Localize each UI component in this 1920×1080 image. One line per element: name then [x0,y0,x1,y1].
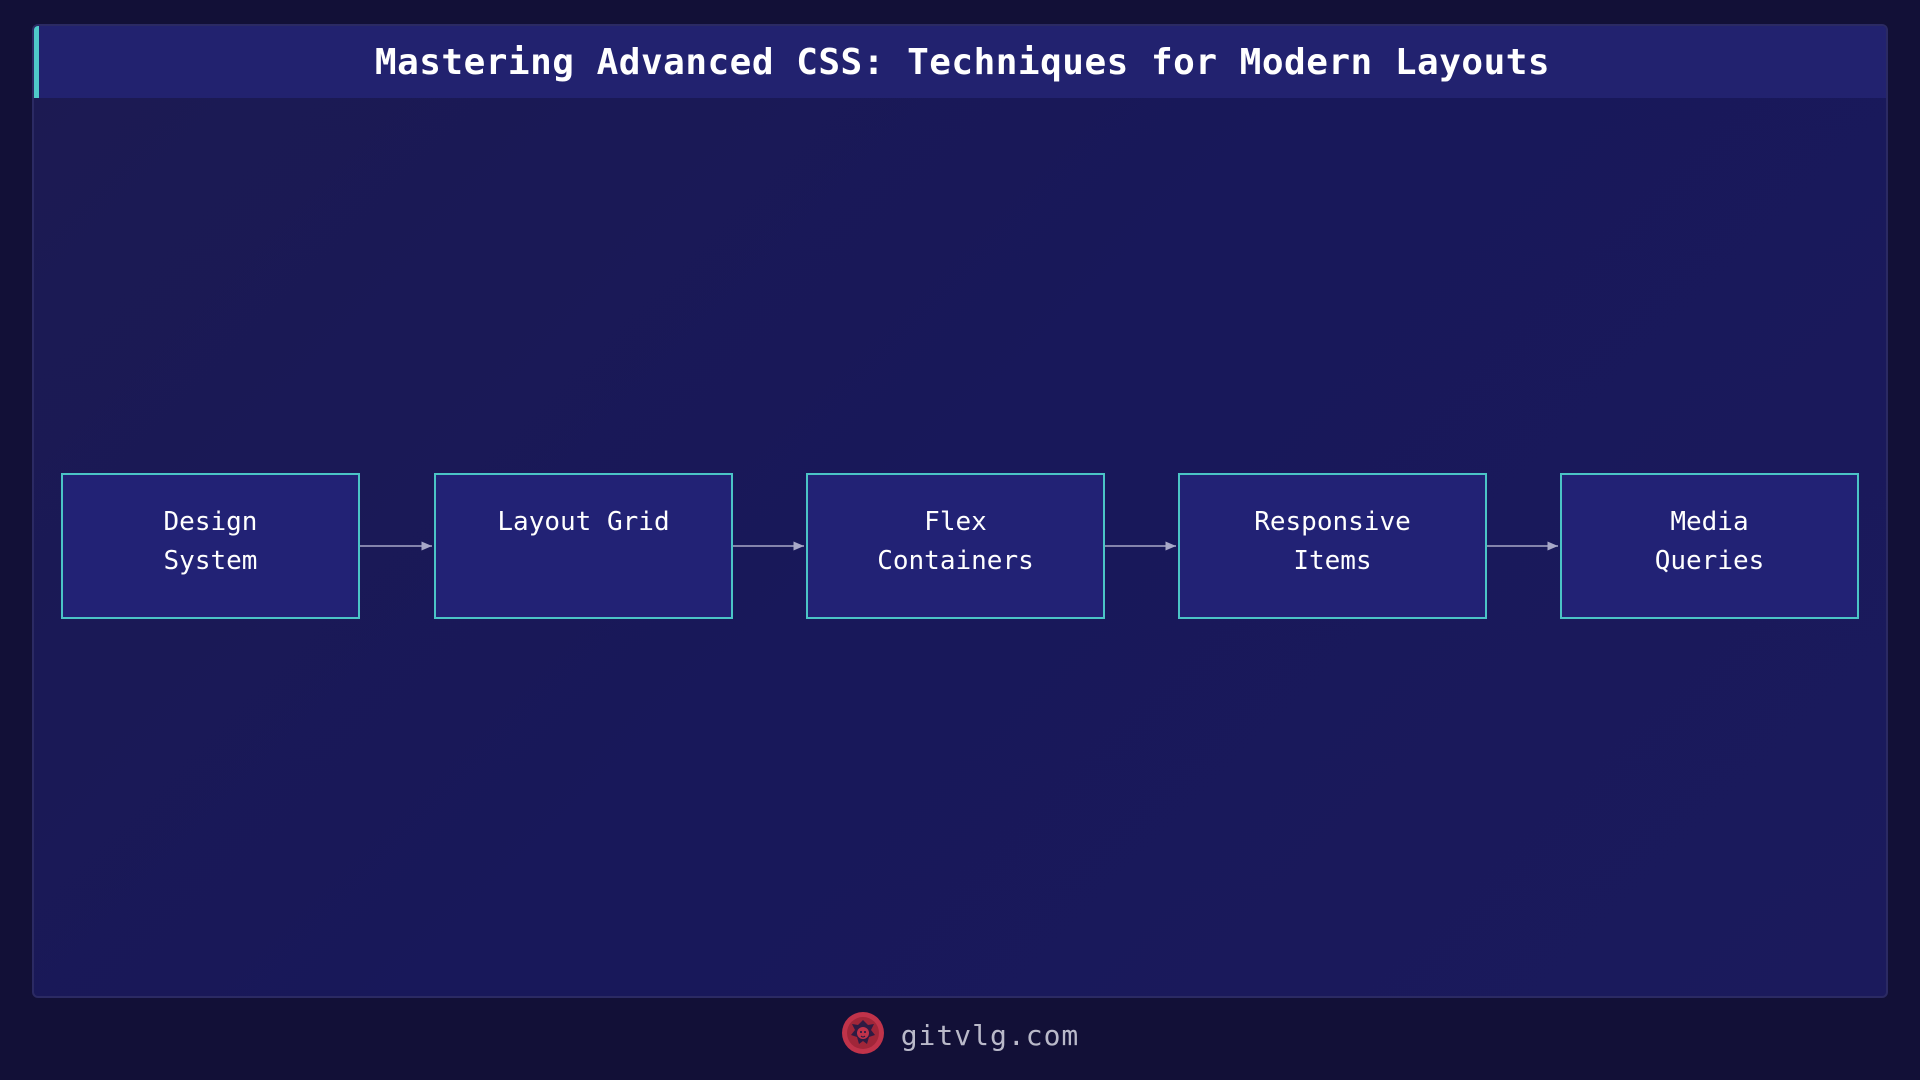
node-label: Responsive Items [1254,507,1411,576]
node-layout-grid: Layout Grid [434,473,733,619]
lion-head-icon [841,1011,885,1059]
node-design-system: Design System [61,473,360,619]
node-label: Media Queries [1654,507,1765,576]
node-responsive-items: Responsive Items [1178,473,1487,619]
footer: gitvlg.com [0,1008,1920,1062]
node-label: Layout Grid [497,507,670,537]
footer-site-link[interactable]: gitvlg.com [900,1018,1080,1052]
node-media-queries: Media Queries [1560,473,1859,619]
node-flex-containers: Flex Containers [806,473,1105,619]
page-title: Mastering Advanced CSS: Techniques for M… [374,41,1551,83]
node-label: Design System [163,507,258,576]
title-bar: Mastering Advanced CSS: Techniques for M… [34,26,1886,98]
node-label: Flex Containers [877,507,1034,576]
